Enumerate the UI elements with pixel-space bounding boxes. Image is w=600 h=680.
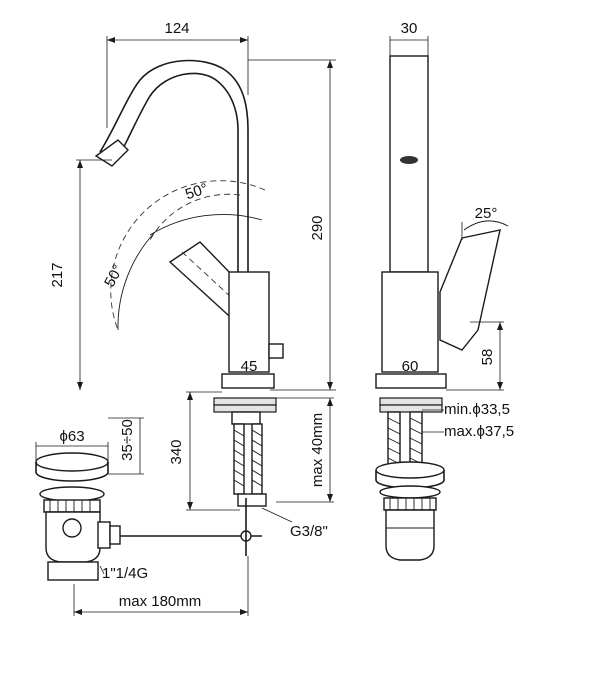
drain-assembly: ϕ63 35÷50 1"1/4G max 180mm (35, 417, 249, 616)
dimension-side-base: 60 (402, 358, 419, 375)
leader-line (99, 565, 105, 575)
mixer-body (228, 271, 270, 373)
mixer-base (221, 373, 275, 389)
dimension-hose-length: 340 (168, 439, 185, 464)
dimension-body-depth: 30 (401, 20, 418, 37)
arrow-head (107, 37, 115, 43)
arrow-head (77, 160, 83, 168)
dimension-base-width: 45 (241, 358, 258, 375)
front-view: 124 217 50° 50° 45 290 (49, 20, 336, 556)
side-washer-bottom (379, 404, 443, 413)
angle-label-top: 50° (183, 180, 210, 203)
hose-braid (233, 429, 263, 487)
side-drain-flange (379, 485, 441, 499)
drain-badge (62, 518, 82, 538)
drain-tail (47, 561, 99, 581)
side-view: 30 25° 58 60 min.ϕ33,5 max.ϕ37,5 (375, 20, 514, 561)
connection-label: G3/8" (290, 523, 328, 540)
hole-max-label: max.ϕ37,5 (444, 423, 514, 440)
arrow-head (74, 609, 82, 615)
side-hose-braid (387, 417, 423, 465)
dimension-drain-diameter: ϕ63 (59, 428, 84, 445)
dimension-total-height: 290 (309, 215, 326, 240)
dimension-side-height: 58 (479, 349, 496, 366)
arrow-head (240, 37, 248, 43)
side-angle-arc (463, 220, 509, 231)
dimension-rod-length: max 180mm (119, 593, 202, 610)
hose-end (237, 493, 267, 507)
side-body (381, 271, 439, 373)
drain-nut (43, 499, 101, 513)
spout-inner (116, 72, 239, 272)
arrow-head (187, 502, 193, 510)
drain-cap-side (35, 462, 109, 482)
lever-centerline (181, 251, 259, 323)
side-lever (439, 229, 501, 351)
side-base (375, 373, 447, 389)
lever-swing-inner (149, 193, 241, 241)
side-drain-cap (375, 461, 445, 479)
washer-top (213, 397, 277, 406)
side-washer-top (379, 397, 443, 406)
dimension-spout-height: 217 (49, 262, 66, 287)
dimension-deck-thickness: max 40mm (309, 413, 326, 487)
side-drain-nut (383, 497, 437, 511)
arrow-head (327, 494, 333, 502)
aerator (400, 156, 418, 164)
arrow-head (497, 382, 503, 390)
arrow-head (240, 609, 248, 615)
drain-cap-top (35, 452, 109, 472)
side-hose-right (409, 411, 423, 469)
lever-arc-lower (117, 231, 156, 331)
lever-swing-arc (110, 180, 266, 331)
lever-arc-upper (149, 214, 263, 236)
arrow-head (327, 398, 333, 406)
angle-label-side: 25° (475, 205, 498, 222)
side-drain-body (385, 509, 435, 561)
hole-min-label: min.ϕ33,5 (444, 401, 510, 418)
leader-line (261, 507, 293, 523)
spout-outer (99, 59, 249, 272)
dimension-drain-thread: 1"1/4G (102, 565, 148, 582)
drain-flange (39, 486, 105, 502)
arrow-head (497, 322, 503, 330)
drain-connector (97, 521, 111, 549)
arrow-head (327, 60, 333, 68)
arrow-head (327, 382, 333, 390)
drain-nut-grip (49, 500, 91, 512)
arrow-head (187, 392, 193, 400)
arrow-head (77, 382, 83, 390)
side-hose-left (387, 411, 401, 469)
spout-tip (94, 139, 129, 167)
knob (268, 343, 284, 359)
dimension-spout-width: 124 (164, 20, 189, 37)
side-drain-nut-grip (389, 498, 431, 510)
dimension-drain-stroke: 35÷50 (119, 419, 136, 461)
angle-label-left: 50° (101, 262, 127, 290)
fixing-nut (231, 411, 261, 425)
washer-bottom (213, 404, 277, 413)
drain-connector-cap (109, 525, 121, 545)
